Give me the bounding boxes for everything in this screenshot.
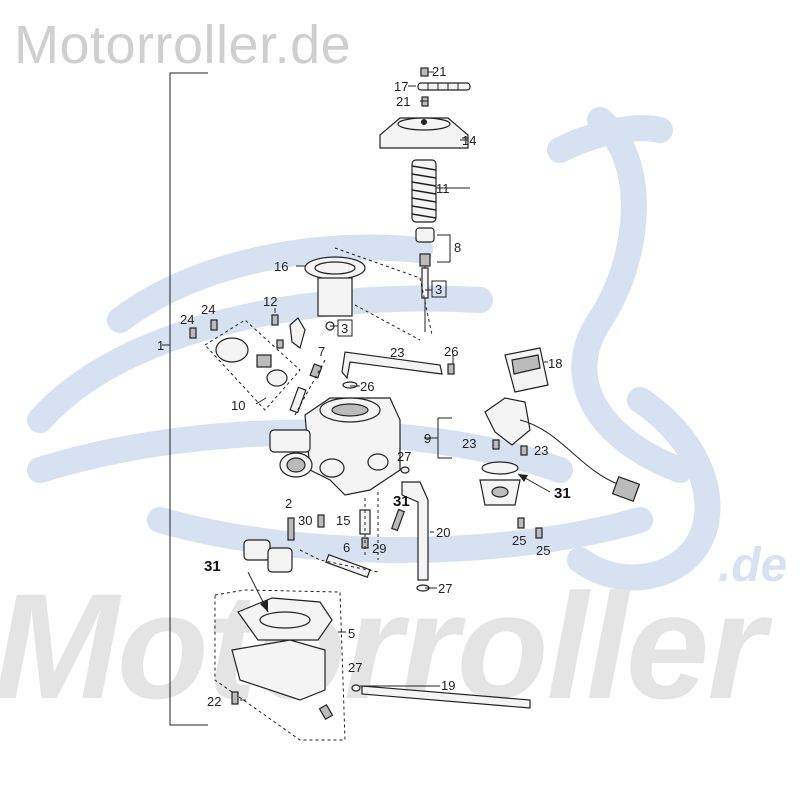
callout-10: 10 (231, 398, 245, 413)
callout-18: 18 (548, 356, 562, 371)
callout-25a: 25 (512, 533, 526, 548)
jet-7 (289, 363, 323, 414)
watermark-top: Motorroller.de (14, 15, 352, 75)
callout-20: 20 (436, 525, 450, 540)
float-6 (243, 539, 371, 579)
callout-21b: 21 (396, 94, 410, 109)
choke-group-10 (204, 319, 301, 411)
callout-17: 17 (394, 79, 408, 94)
leader-lines (240, 71, 548, 701)
spring-11 (411, 159, 437, 223)
float-bowl-5 (214, 589, 346, 741)
callout-23b: 23 (462, 436, 476, 451)
callout-16: 16 (274, 259, 288, 274)
watermark-big: Motorroller (0, 562, 766, 730)
callout-26a: 26 (444, 344, 458, 359)
callout-23a: 23 (390, 345, 404, 360)
callout-27c: 27 (348, 660, 362, 675)
callout-8: 8 (454, 240, 461, 255)
callout-21a: 21 (432, 64, 446, 79)
watermark-suffix: .de (718, 539, 788, 592)
callout-31a: 31 (554, 485, 571, 502)
top-screw-21 (420, 67, 429, 77)
carburetor-body (269, 397, 401, 496)
carb-cover-14 (379, 117, 469, 149)
needle-holder-8 (415, 227, 435, 332)
callout-25b: 25 (536, 543, 550, 558)
callout-7: 7 (318, 344, 325, 359)
callout-5: 5 (348, 626, 355, 641)
callout-15: 15 (336, 513, 350, 528)
callout-31c: 31 (204, 558, 221, 575)
drain-screw-22 (231, 691, 239, 705)
callout-24b: 24 (180, 312, 194, 327)
callout-3a: 3 (341, 321, 348, 336)
screw-24 (189, 319, 218, 339)
assembly-bracket (169, 72, 208, 726)
callout-9: 9 (424, 431, 431, 446)
callout-1: 1 (157, 338, 164, 353)
throttle-position-sensor (484, 397, 641, 502)
callout-23c: 23 (534, 443, 548, 458)
callout-27b: 27 (438, 581, 452, 596)
vent-strip-17 (417, 82, 471, 91)
callout-6: 6 (343, 540, 350, 555)
diaphragm-16 (304, 256, 366, 331)
bracket-12 (271, 314, 306, 350)
callout-30: 30 (298, 513, 312, 528)
callout-11: 11 (436, 181, 450, 196)
callout-19: 19 (441, 678, 455, 693)
idle-valve-31 (479, 461, 521, 506)
callout-24a: 24 (201, 302, 215, 317)
drain-hose-20 (400, 466, 430, 592)
screw-25 (517, 517, 543, 539)
callout-31b: 31 (393, 493, 410, 510)
callout-12: 12 (263, 294, 277, 309)
hose-19 (351, 684, 531, 709)
callout-27a: 27 (397, 449, 411, 464)
callout-14: 14 (462, 133, 476, 148)
callout-3b: 3 (435, 282, 442, 297)
throttle-sensor-18 (504, 347, 549, 393)
callout-29: 29 (372, 541, 386, 556)
callout-22: 22 (207, 694, 221, 709)
callout-2: 2 (285, 496, 292, 511)
callout-26b: 26 (360, 379, 374, 394)
